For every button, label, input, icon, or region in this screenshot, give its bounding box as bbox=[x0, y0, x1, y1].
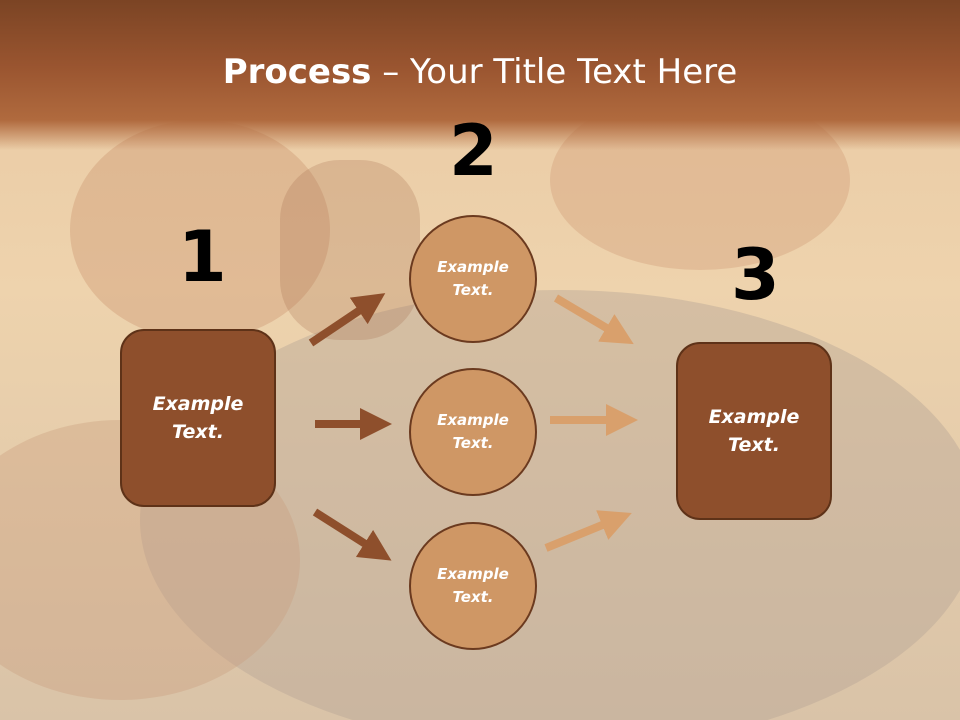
circle-middle: Example Text. bbox=[409, 368, 537, 496]
title-bar bbox=[0, 0, 960, 150]
step-number-2: 2 bbox=[449, 110, 498, 192]
slide-title: Process – Your Title Text Here bbox=[0, 52, 960, 92]
arrow-converge-up bbox=[544, 510, 632, 552]
arrow-converge-down bbox=[553, 294, 634, 345]
step-3-text: Example Text. bbox=[708, 405, 800, 457]
arrow-right-down bbox=[312, 508, 392, 561]
step-1-box: Example Text. bbox=[120, 329, 276, 507]
circle-top: Example Text. bbox=[409, 215, 537, 343]
circle-bottom-text: Example Text. bbox=[437, 564, 509, 606]
circle-top-text: Example Text. bbox=[437, 257, 509, 299]
arrow-right-up bbox=[308, 293, 386, 347]
circle-bottom: Example Text. bbox=[409, 522, 537, 650]
step-3-box: Example Text. bbox=[676, 342, 832, 520]
step-1-text: Example Text. bbox=[152, 392, 244, 444]
step-number-1: 1 bbox=[178, 216, 227, 298]
step-number-3: 3 bbox=[731, 234, 780, 316]
title-rest: – Your Title Text Here bbox=[371, 52, 738, 92]
circle-middle-text: Example Text. bbox=[437, 410, 509, 452]
title-bold: Process bbox=[222, 52, 372, 92]
